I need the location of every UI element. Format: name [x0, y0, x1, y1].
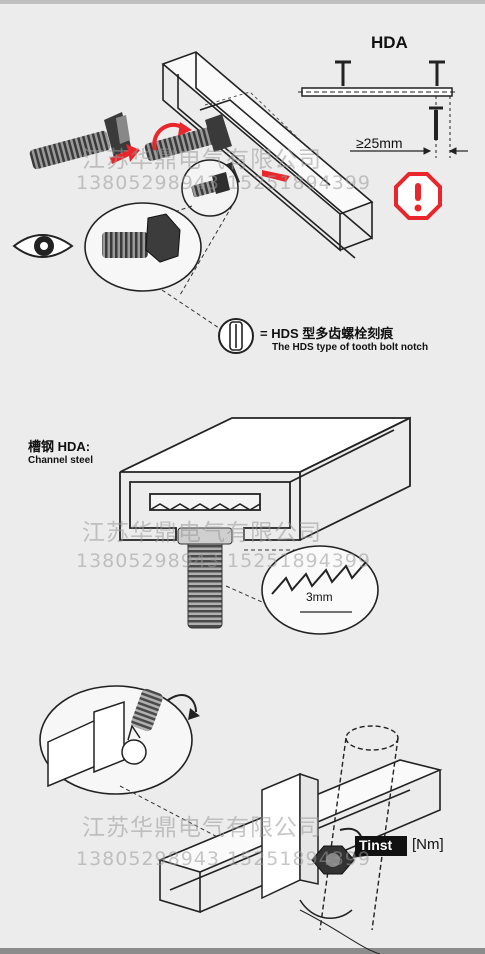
notch-label-cn: = HDS 型多齿螺栓刻痕 [260, 326, 394, 341]
t-bolt-middle [144, 114, 232, 161]
slide-arrow [262, 170, 290, 182]
frame-top [0, 0, 485, 4]
hda-title: HDA [371, 33, 408, 52]
warning-icon [394, 172, 442, 220]
inset-rotate-arrow [167, 694, 197, 713]
tooth-dimension-label: 3mm [306, 590, 333, 604]
frame-bottom [0, 948, 485, 954]
watermark-company-3: 江苏华鼎电气有限公司 [82, 815, 322, 841]
cable-line-2 [299, 909, 381, 954]
channel-bolt-head [177, 527, 233, 545]
min-distance-label: ≥25mm [356, 135, 403, 151]
zoom-nut [145, 213, 181, 263]
inset-bolt [131, 688, 163, 732]
tooth-profile [149, 503, 261, 511]
channel-rail-top [161, 51, 374, 259]
channel-title-cn: 槽钢 HDA: [28, 439, 91, 454]
watermark-company-1: 江苏华鼎电气有限公司 [82, 147, 322, 173]
watermark-phone-1: 13805298943 15251894399 [76, 172, 371, 194]
cable-line [299, 899, 353, 919]
watermark-phone-2: 13805298943 15251894399 [76, 550, 371, 572]
torque-badge-bg [355, 836, 407, 856]
hda-schematic [298, 60, 468, 158]
zoom-bolt-thread [102, 232, 148, 258]
torque-badge: Tinst [359, 837, 393, 853]
pipe-outline [319, 725, 399, 931]
notch-label-en: The HDS type of tooth bolt notch [272, 342, 429, 353]
eye-icon [12, 234, 74, 258]
inset-clamp [47, 700, 147, 788]
tooth-detail-profile [271, 561, 367, 595]
pipe-bracket [261, 772, 319, 900]
torque-unit: [Nm] [412, 836, 444, 853]
notch-symbol [218, 318, 254, 354]
insert-arrow [110, 144, 140, 164]
watermark-phone-3: 13805298943 15251894399 [76, 848, 371, 870]
t-bolt-left [29, 112, 132, 170]
channel-title-en: Channel steel [28, 455, 94, 466]
watermark-company-2: 江苏华鼎电气有限公司 [82, 520, 322, 546]
